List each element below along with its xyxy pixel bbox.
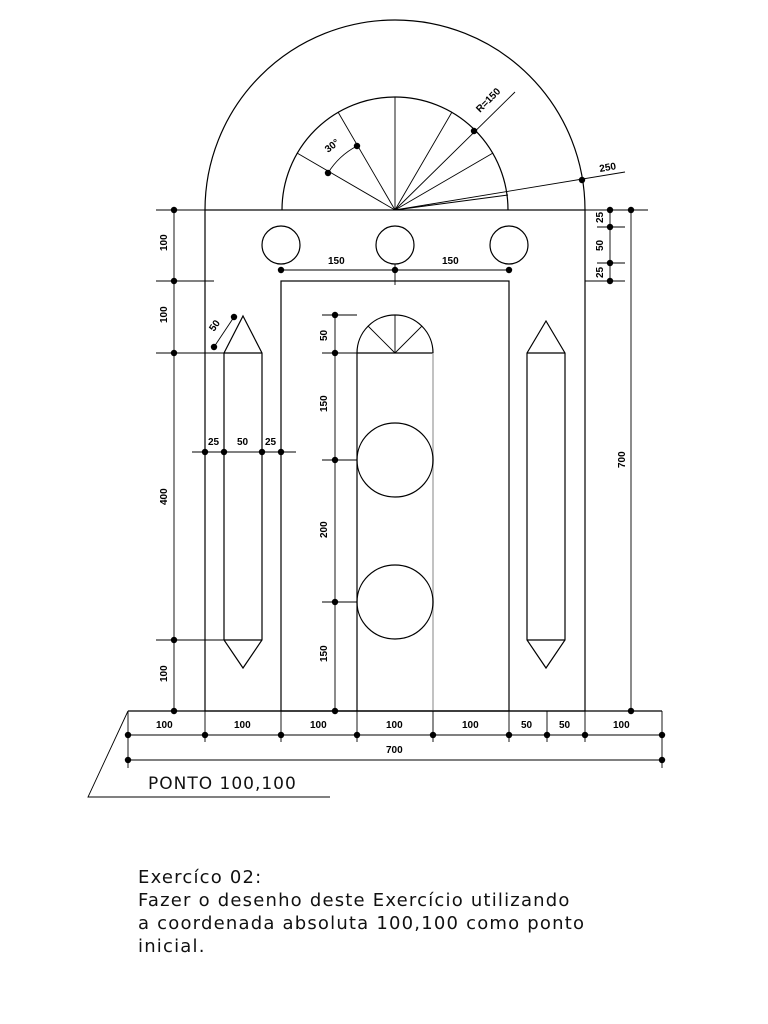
left-pillar <box>223 314 263 670</box>
left-height-dimension: 100 100 400 100 <box>156 206 224 715</box>
start-point-label: PONTO 100,100 <box>148 774 297 794</box>
top-circle-right <box>489 225 529 265</box>
svg-text:100: 100 <box>386 720 403 731</box>
outer-radius-label: 250 <box>599 161 618 175</box>
svg-text:50: 50 <box>595 239 606 251</box>
svg-text:25: 25 <box>595 266 606 278</box>
exercise-instructions: Exercíco 02: Fazer o desenho deste Exerc… <box>138 866 738 958</box>
svg-text:100: 100 <box>159 665 170 682</box>
bottom-total-dimension: 700 <box>124 745 666 764</box>
exercise-line-3: inicial. <box>138 936 206 957</box>
radius-label: R=150 <box>474 86 503 115</box>
svg-text:200: 200 <box>319 521 330 538</box>
svg-text:50: 50 <box>237 437 249 448</box>
svg-text:100: 100 <box>159 234 170 251</box>
svg-text:50: 50 <box>559 720 571 731</box>
svg-text:150: 150 <box>319 645 330 662</box>
exercise-line-1: Fazer o desenho deste Exercício utilizan… <box>138 890 571 911</box>
exercise-line-2: a coordenada absoluta 100,100 como ponto <box>138 913 586 934</box>
svg-text:150: 150 <box>442 256 459 267</box>
svg-text:25: 25 <box>208 437 220 448</box>
pillar-diagonal-label: 50 <box>207 318 223 334</box>
outer-arch <box>204 19 586 211</box>
svg-text:100: 100 <box>156 720 173 731</box>
door-fan <box>367 315 423 354</box>
right-pillar <box>526 319 566 670</box>
angle-label: 30° <box>323 137 342 155</box>
door <box>356 314 434 711</box>
svg-text:100: 100 <box>310 720 327 731</box>
top-circle-middle <box>375 225 415 265</box>
pillar-width-dimension: 25 50 25 <box>192 437 296 456</box>
svg-text:100: 100 <box>159 306 170 323</box>
svg-text:100: 100 <box>234 720 251 731</box>
top-right-dimension: 25 50 25 <box>585 206 648 285</box>
svg-text:700: 700 <box>617 451 628 468</box>
svg-text:50: 50 <box>319 329 330 341</box>
svg-text:50: 50 <box>521 720 533 731</box>
top-circle-left <box>261 225 301 265</box>
fan-spokes <box>296 97 509 211</box>
svg-text:150: 150 <box>328 256 345 267</box>
outer-leader <box>394 171 626 211</box>
svg-text:700: 700 <box>386 745 403 756</box>
svg-text:400: 400 <box>159 488 170 505</box>
bottom-segment-dimension: 100 100 100 100 100 50 50 100 <box>124 711 666 768</box>
right-height-dimension: 700 <box>617 206 635 715</box>
start-point-leader <box>87 710 330 798</box>
exercise-title: Exercíco 02: <box>138 867 263 888</box>
door-circle-lower <box>356 564 434 640</box>
svg-text:25: 25 <box>265 437 277 448</box>
svg-text:100: 100 <box>613 720 630 731</box>
circle-spacing-dimension: 150 150 <box>277 256 513 285</box>
door-circle-upper <box>356 422 434 498</box>
door-height-dimension: 50 150 200 150 <box>319 311 357 715</box>
radius-leader <box>394 91 516 211</box>
svg-text:25: 25 <box>595 211 606 223</box>
svg-text:150: 150 <box>319 395 330 412</box>
svg-text:100: 100 <box>462 720 479 731</box>
